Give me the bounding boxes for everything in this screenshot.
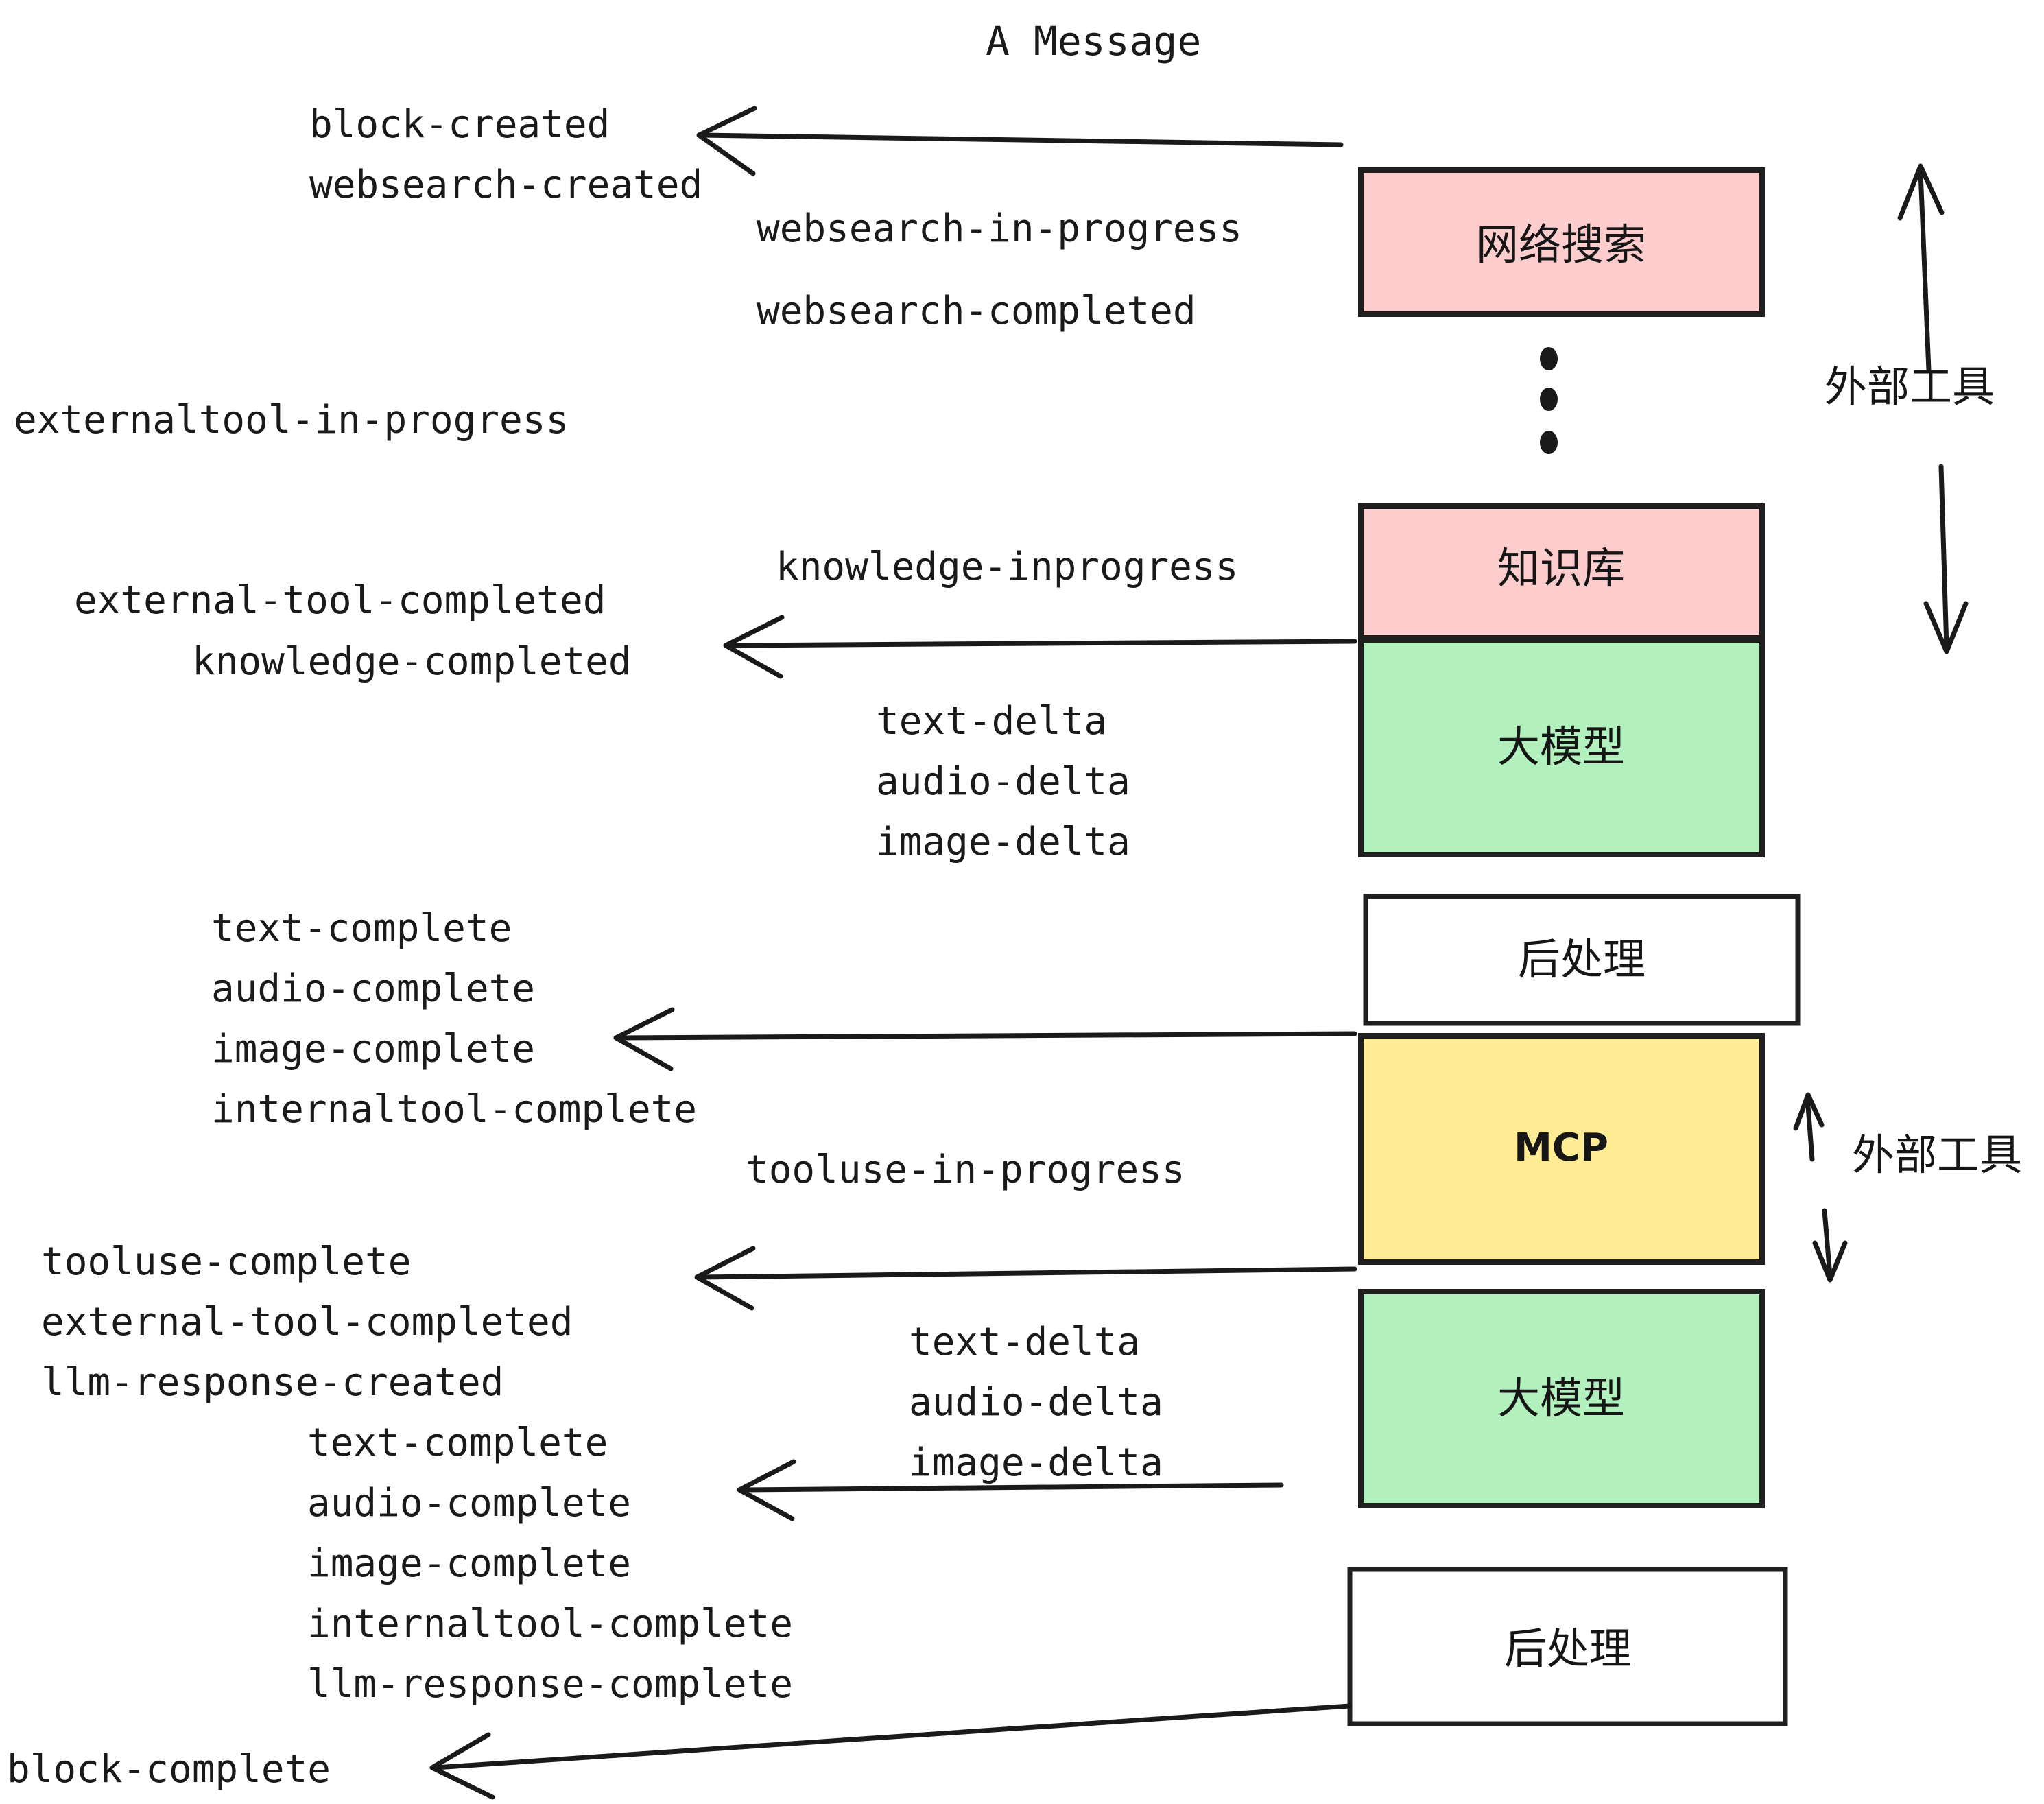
event-knowledge-inprogress: knowledge-inprogress [776, 545, 1238, 589]
event-text-complete-2: text-complete [307, 1421, 608, 1465]
ellipsis-dot-1 [1540, 347, 1558, 370]
event-internaltool-complete-1: internaltool-complete [211, 1087, 697, 1132]
flow-arrow-2-shaft [726, 639, 1357, 648]
box-postprocess-2-label: 后处理 [1504, 1624, 1632, 1674]
external-tools-arrow-top-down-shaft [1938, 464, 1949, 651]
box-postprocess-1[interactable] [1363, 894, 1801, 1026]
flow-arrow-4-head [694, 1246, 756, 1311]
box-websearch[interactable] [1358, 167, 1765, 317]
external-tools-arrow-bottom-up-head [1793, 1092, 1825, 1131]
flow-arrow-4-shaft [697, 1266, 1357, 1280]
flow-arrow-5-head [737, 1459, 796, 1521]
external-tools-arrow-bottom-down-shaft [1822, 1208, 1833, 1279]
event-tooluse-complete: tooluse-complete [41, 1239, 411, 1284]
event-audio-delta-1: audio-delta [876, 759, 1130, 804]
box-postprocess-1-label: 后处理 [1518, 934, 1645, 984]
event-text-delta-2: text-delta [909, 1320, 1140, 1364]
event-text-complete-1: text-complete [211, 906, 512, 951]
flow-arrow-1-shaft [699, 132, 1344, 147]
event-knowledge-completed: knowledge-completed [192, 639, 632, 684]
flow-arrow-5-shaft [739, 1482, 1284, 1493]
external-tools-arrow-bottom-up-shaft [1805, 1095, 1815, 1162]
external-tools-arrow-top-down-head [1923, 601, 1969, 654]
flow-arrow-2-head [723, 615, 785, 679]
flow-arrow-6-head [429, 1732, 495, 1800]
event-tooluse-in-progress: tooluse-in-progress [746, 1148, 1185, 1192]
external-tools-arrow-bottom-down-head [1812, 1240, 1848, 1283]
flow-arrow-3-shaft [617, 1031, 1357, 1041]
page-title: A Message [986, 18, 1201, 64]
event-external-tool-completed-2: external-tool-completed [41, 1300, 573, 1344]
box-postprocess-2[interactable] [1347, 1567, 1788, 1726]
event-image-delta-2: image-delta [909, 1440, 1163, 1485]
ellipsis-dot-3 [1540, 431, 1558, 454]
event-image-delta-1: image-delta [876, 820, 1130, 864]
event-audio-complete-2: audio-complete [307, 1481, 631, 1526]
event-externaltool-in-progress: externaltool-in-progress [14, 398, 569, 442]
ellipsis-dot-2 [1540, 388, 1558, 411]
external-tools-label-top: 外部工具 [1825, 361, 1995, 412]
box-knowledge[interactable] [1358, 503, 1765, 641]
flow-arrow-3-head [613, 1007, 675, 1071]
event-websearch-in-progress: websearch-in-progress [757, 206, 1242, 251]
external-tools-arrow-top-up-shaft [1918, 169, 1932, 373]
external-tools-label-bottom: 外部工具 [1852, 1130, 2022, 1180]
box-llm-1-label: 大模型 [1497, 722, 1625, 772]
box-llm-1[interactable] [1358, 637, 1765, 857]
event-llm-response-created: llm-response-created [41, 1360, 503, 1405]
box-mcp-label: MCP [1514, 1126, 1608, 1170]
event-websearch-completed: websearch-completed [757, 289, 1196, 333]
box-knowledge-label: 知识库 [1497, 543, 1625, 593]
box-mcp[interactable] [1358, 1033, 1765, 1265]
external-tools-arrow-top-up-head [1897, 163, 1945, 221]
event-block-complete: block-complete [7, 1747, 331, 1792]
event-image-complete-2: image-complete [307, 1541, 631, 1586]
event-text-delta-1: text-delta [876, 699, 1107, 744]
event-internaltool-complete-2: internaltool-complete [307, 1602, 793, 1646]
event-audio-complete-1: audio-complete [211, 966, 535, 1011]
event-audio-delta-2: audio-delta [909, 1380, 1163, 1425]
box-llm-2[interactable] [1358, 1289, 1765, 1508]
event-external-tool-completed-1: external-tool-completed [74, 578, 606, 623]
event-websearch-created: websearch-created [309, 163, 702, 207]
event-image-complete-1: image-complete [211, 1027, 535, 1071]
flow-arrow-1-head [696, 106, 757, 176]
box-llm-2-label: 大模型 [1497, 1373, 1625, 1423]
box-websearch-label: 网络搜索 [1476, 219, 1646, 270]
event-block-created: block-created [309, 102, 610, 147]
flow-arrow-6-shaft [433, 1703, 1353, 1770]
event-llm-response-complete: llm-response-complete [307, 1662, 793, 1707]
